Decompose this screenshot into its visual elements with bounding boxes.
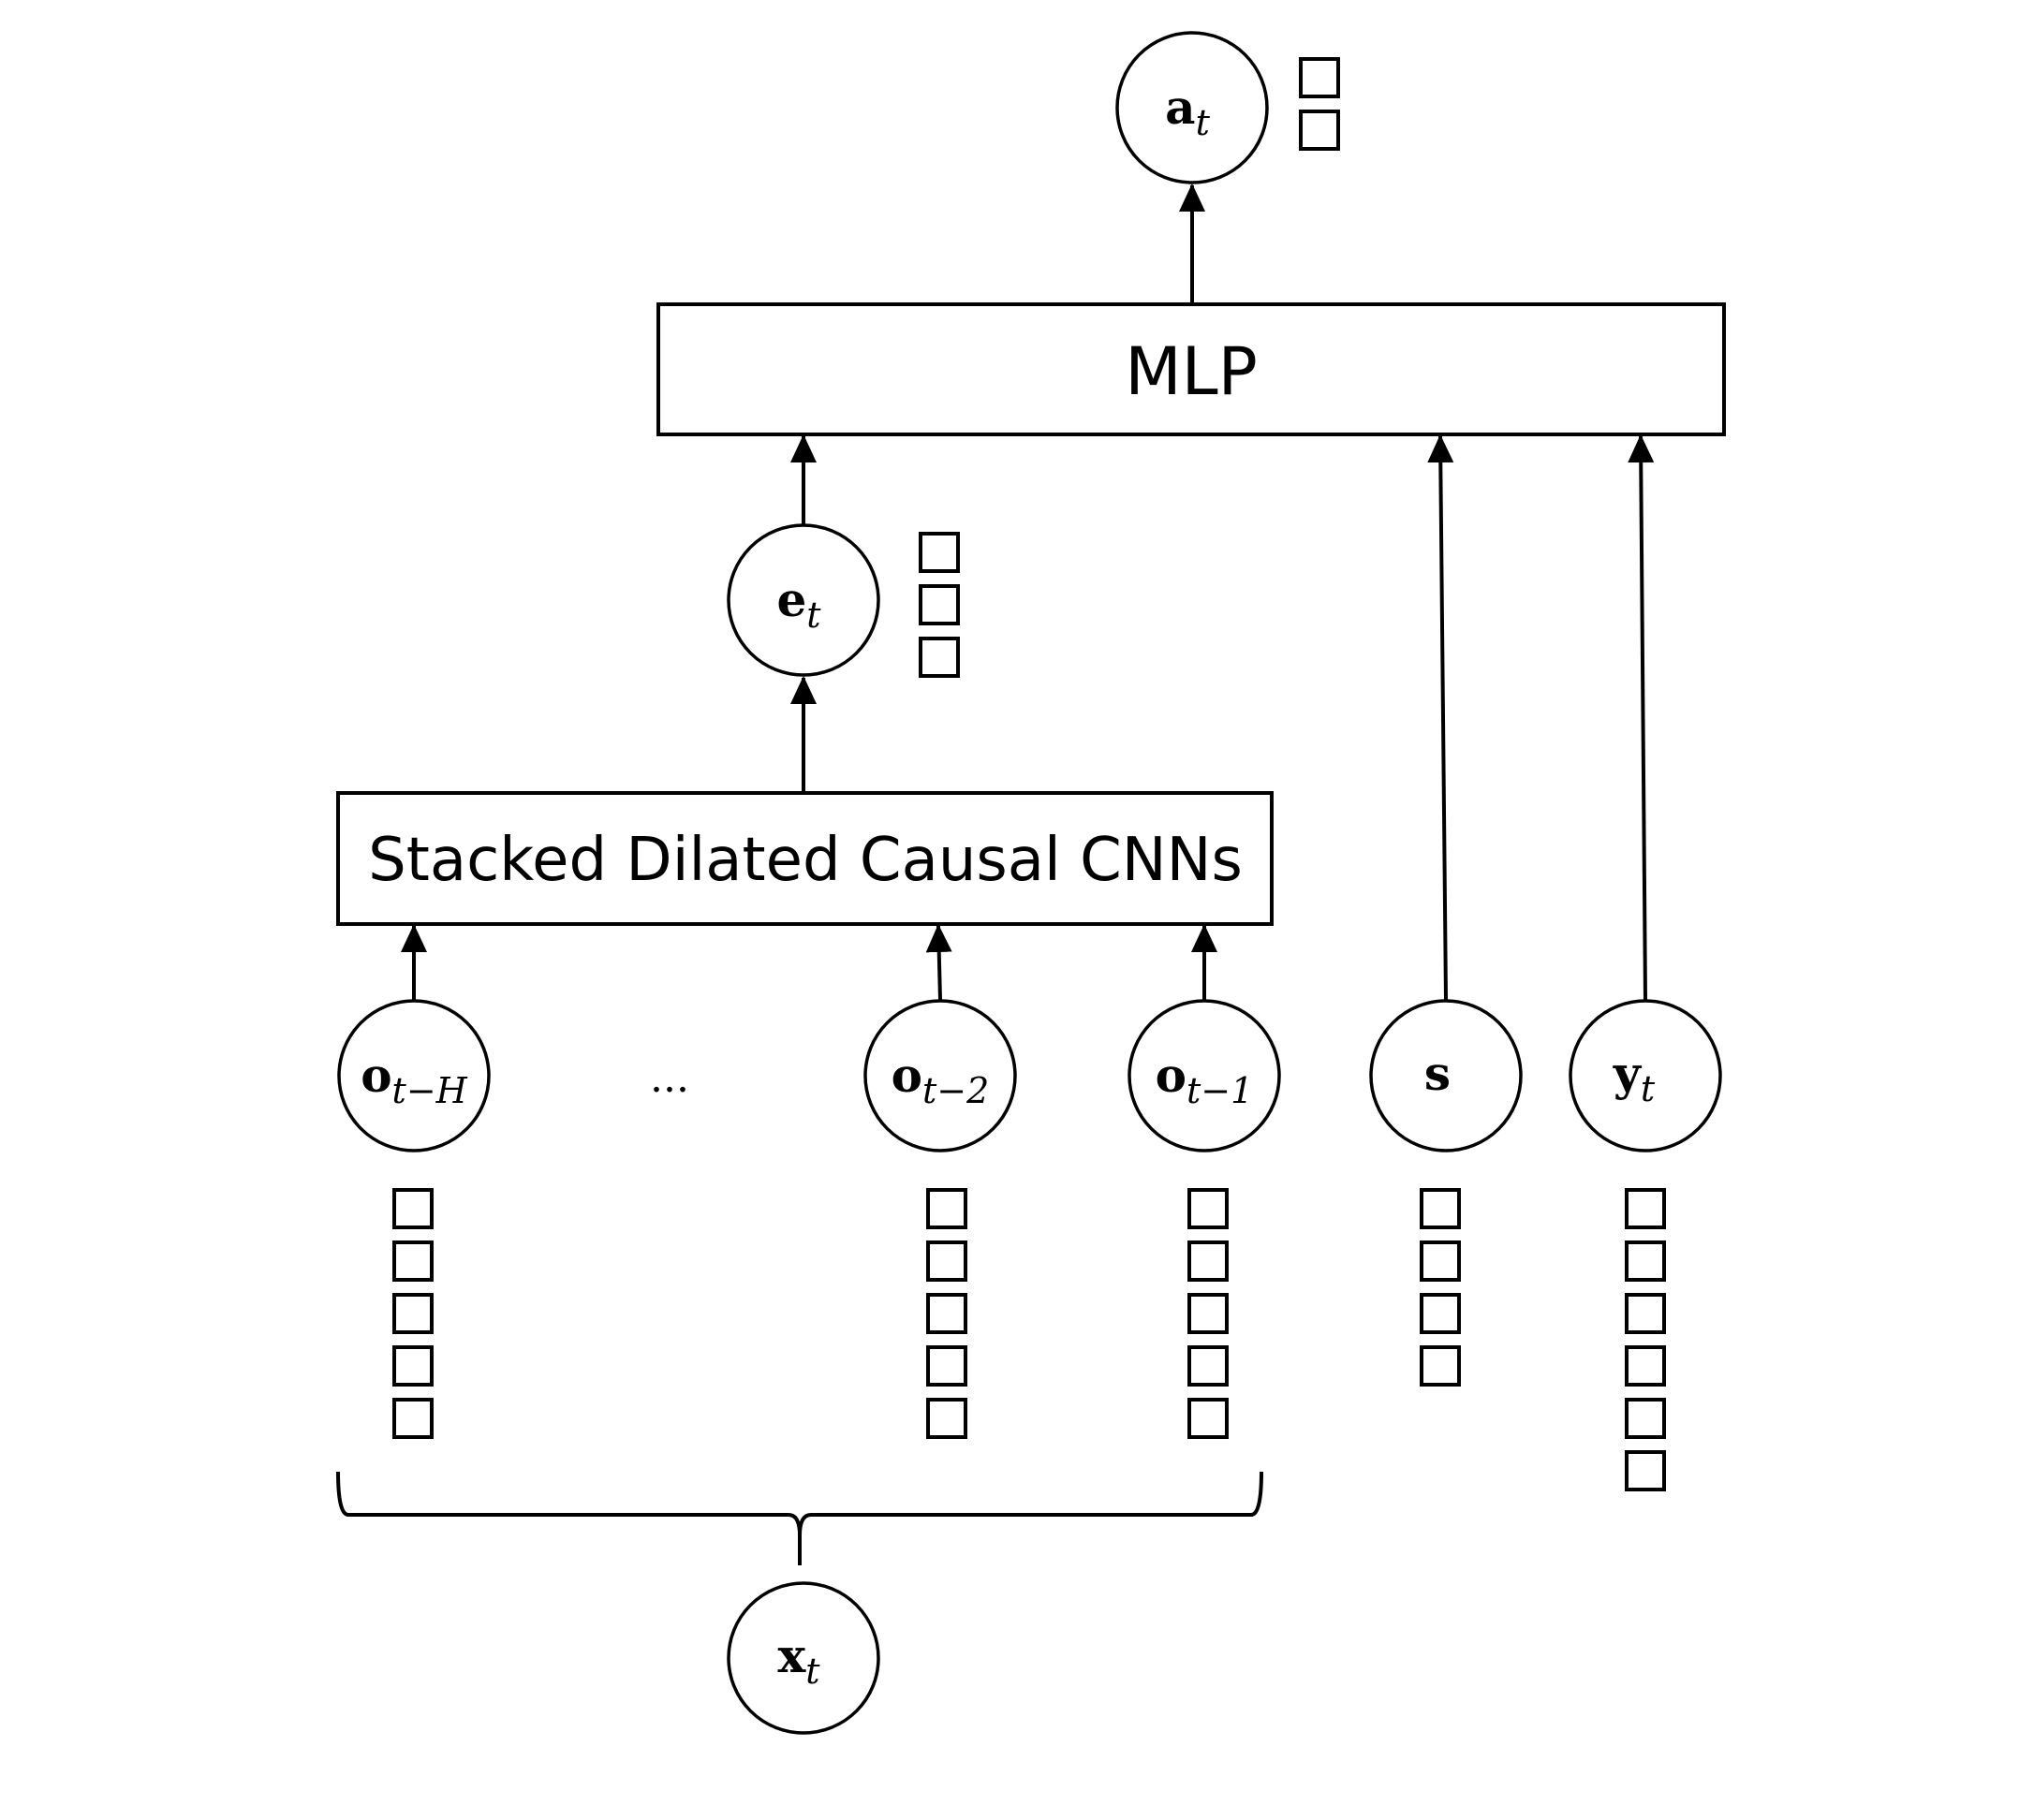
dimension-square-e <box>919 532 960 573</box>
node-e-t: et <box>727 523 880 677</box>
grouping-brace <box>336 1471 1263 1536</box>
dimension-square-o-1 <box>1187 1293 1229 1334</box>
node-o-t-minus-1: ot−1 <box>1128 999 1281 1152</box>
vector-square-stacks <box>392 57 1666 1491</box>
dimension-square-o-h <box>392 1240 434 1282</box>
dimension-square-e <box>919 584 960 625</box>
node-o-t-minus-2-label: ot−2 <box>892 1048 990 1111</box>
dimension-square-o-2 <box>926 1398 967 1439</box>
dimension-square-y <box>1625 1398 1666 1439</box>
edge-y-to-mlp <box>1628 434 1655 1001</box>
dimension-square-y <box>1625 1345 1666 1387</box>
dimension-square-o-h <box>392 1398 434 1439</box>
dimension-square-s <box>1420 1293 1461 1334</box>
node-s-label: s <box>1424 1046 1451 1101</box>
dimension-square-o-2 <box>926 1240 967 1282</box>
dimension-square-y <box>1625 1240 1666 1282</box>
node-o-t-minus-1-label: ot−1 <box>1156 1048 1254 1111</box>
dimension-square-e <box>919 637 960 678</box>
dimension-square-o-2 <box>926 1188 967 1229</box>
node-a-t: at <box>1115 31 1269 184</box>
node-a-t-label: at <box>1165 80 1210 143</box>
dimension-square-s <box>1420 1345 1461 1387</box>
node-y-t: yt <box>1569 999 1722 1152</box>
dimension-square-o-2 <box>926 1293 967 1334</box>
dimension-square-o-1 <box>1187 1188 1229 1229</box>
dimension-square-o-1 <box>1187 1398 1229 1439</box>
cnn-label: Stacked Dilated Causal CNNs <box>368 826 1243 895</box>
dimension-square-a <box>1299 57 1340 98</box>
dimension-square-y <box>1625 1450 1666 1491</box>
dimension-square-y <box>1625 1188 1666 1229</box>
dimension-square-o-h <box>392 1345 434 1387</box>
dimension-square-y <box>1625 1293 1666 1334</box>
node-o-t-minus-h-label: ot−H <box>361 1048 467 1111</box>
dimension-square-a <box>1299 110 1340 151</box>
cnn-block: Stacked Dilated Causal CNNs <box>336 791 1274 926</box>
dimension-square-o-1 <box>1187 1240 1229 1282</box>
dimension-square-o-1 <box>1187 1345 1229 1387</box>
edge-s-to-mlp <box>1427 434 1454 1001</box>
mlp-block: MLP <box>656 302 1726 436</box>
node-x-t: xt <box>727 1581 880 1735</box>
dimension-square-s <box>1420 1240 1461 1282</box>
node-o-t-minus-2: ot−2 <box>863 999 1017 1152</box>
node-s: s <box>1369 999 1523 1152</box>
ellipsis: ... <box>650 1054 689 1102</box>
node-x-t-label: xt <box>777 1628 820 1692</box>
edge-o2-to-cnn <box>925 924 952 1001</box>
node-o-t-minus-h: ot−H <box>337 999 491 1152</box>
dimension-square-o-2 <box>926 1345 967 1387</box>
dimension-square-o-h <box>392 1293 434 1334</box>
dimension-square-s <box>1420 1188 1461 1229</box>
mlp-label: MLP <box>1125 333 1258 410</box>
node-y-t-label: yt <box>1613 1046 1656 1109</box>
node-e-t-label: et <box>776 572 821 636</box>
dimension-square-o-h <box>392 1188 434 1229</box>
